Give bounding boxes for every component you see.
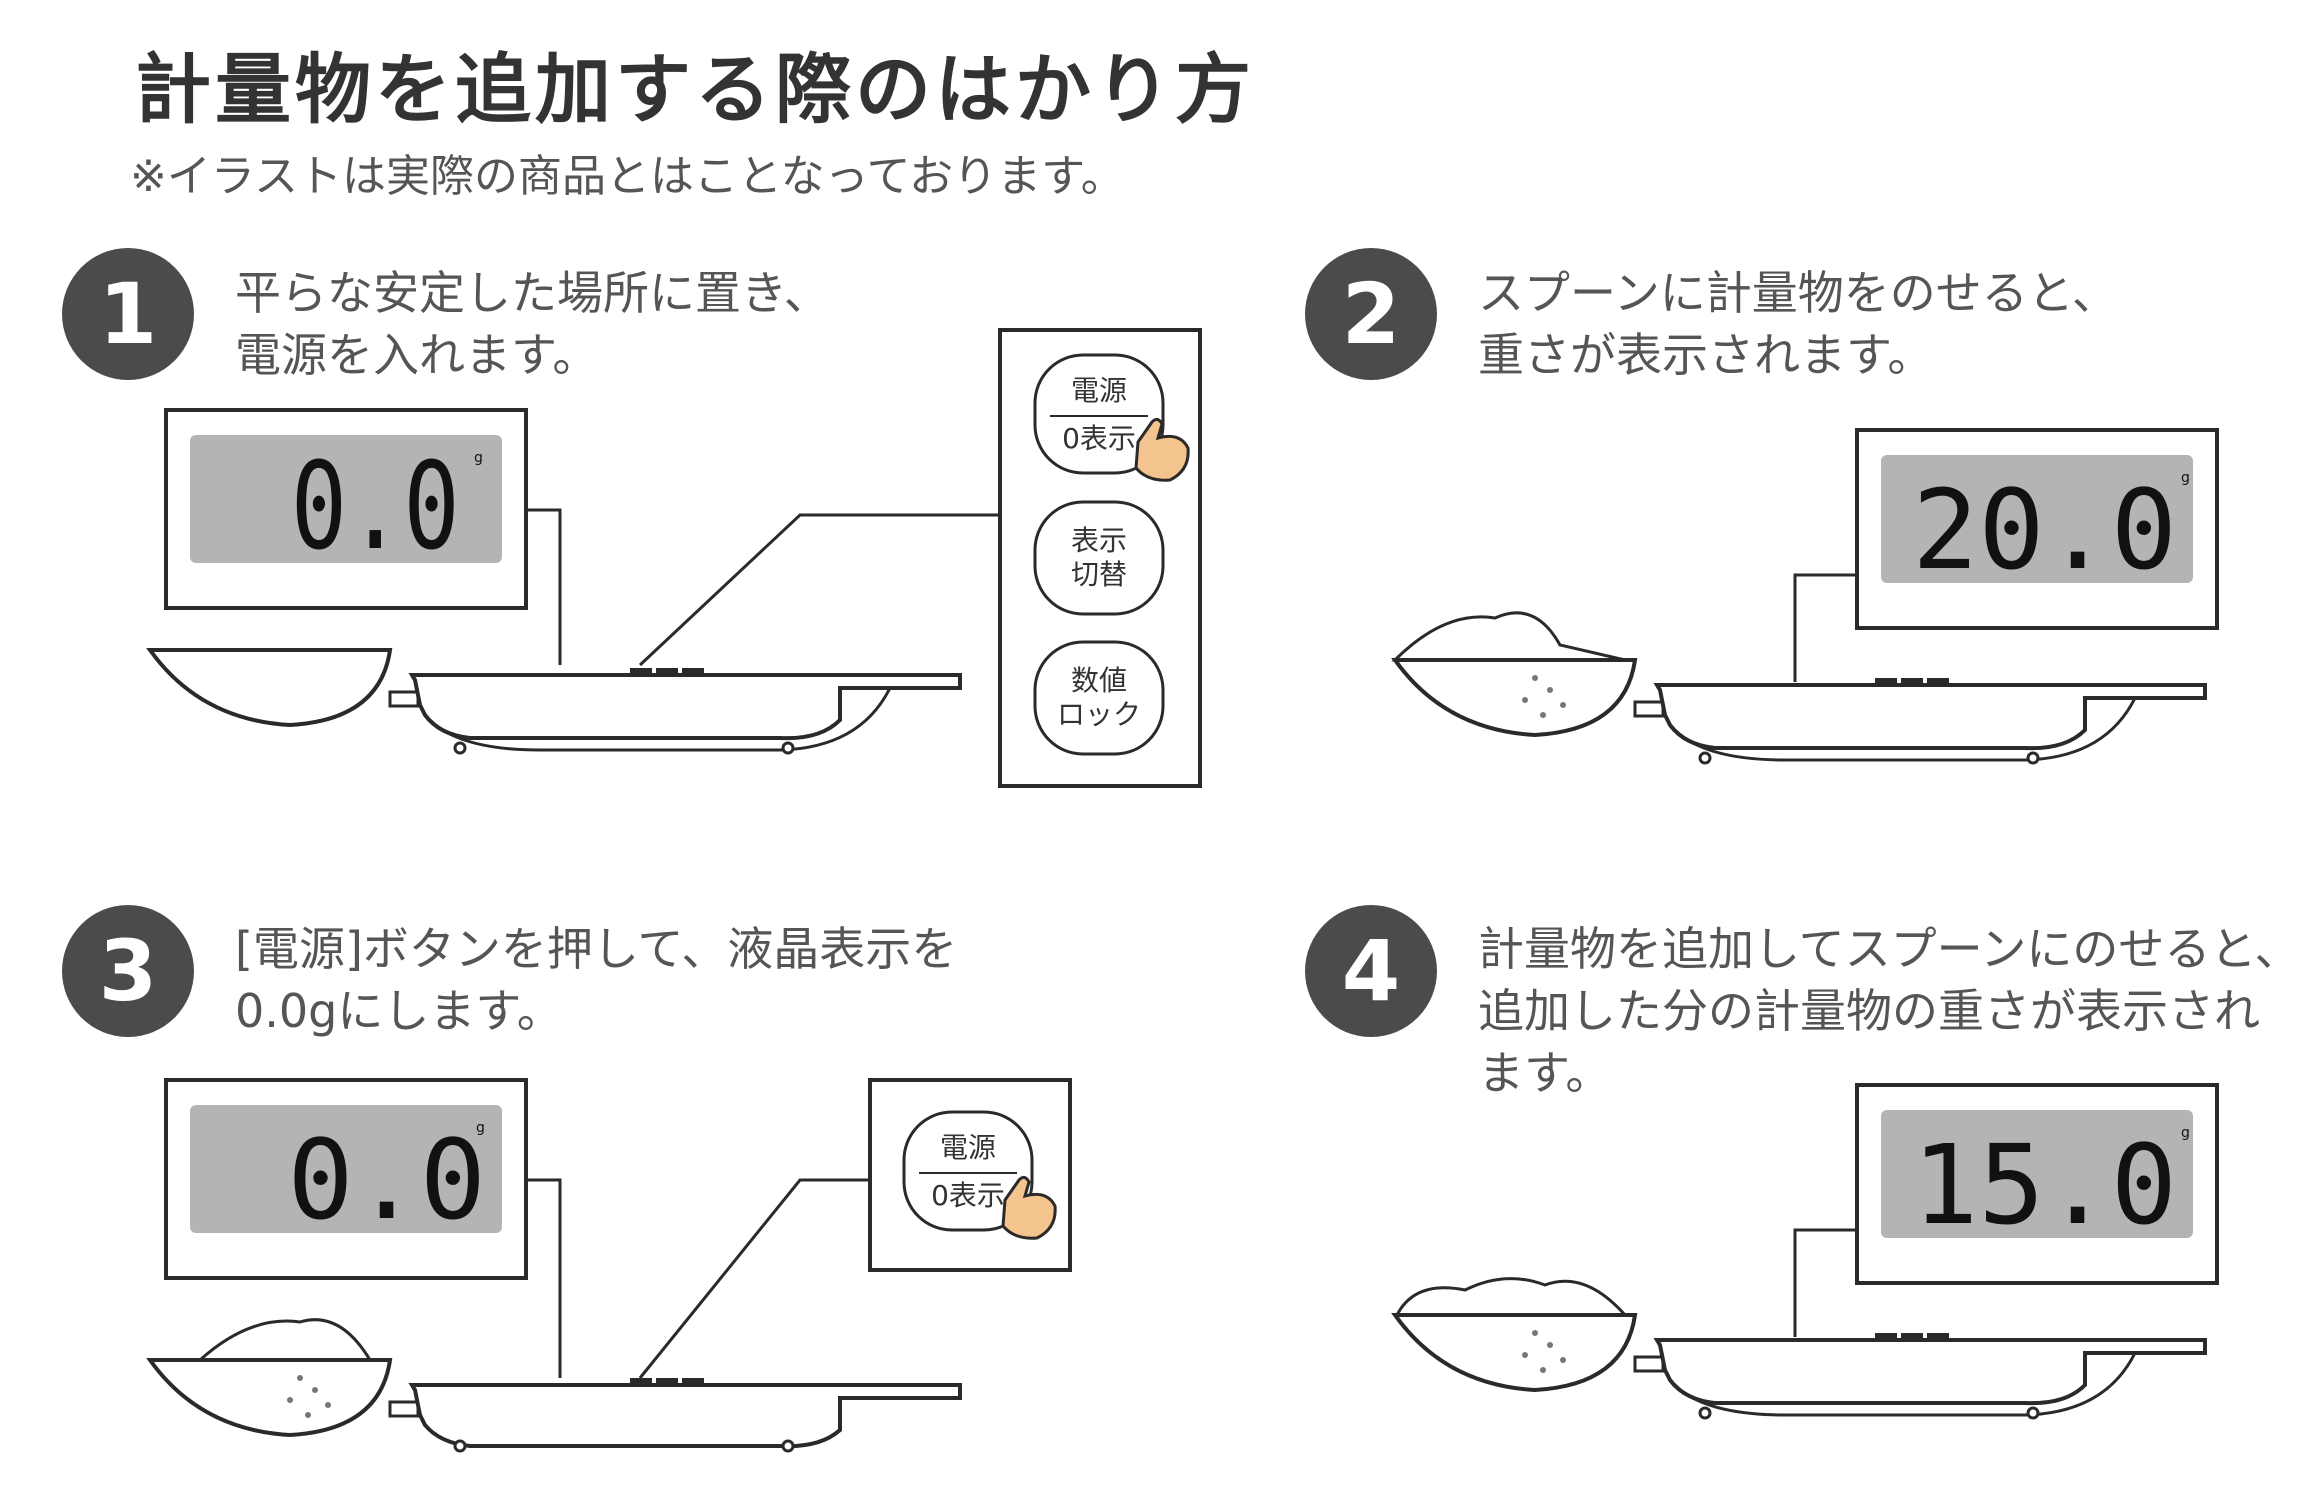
power-zero-button[interactable]: 電源 0表示: [902, 1110, 1034, 1232]
step-2-badge: 2: [1305, 248, 1437, 380]
step-4-badge: 4: [1305, 905, 1437, 1037]
svg-text:電源: 電源: [1071, 374, 1127, 407]
scale-body: [408, 673, 962, 741]
step-2-description: スプーンに計量物をのせると、 重さが表示されます。: [1478, 266, 2118, 382]
powder-heap: [196, 1318, 373, 1362]
spoon: [146, 1358, 393, 1438]
page-title: 計量物を追加する際のはかり方: [135, 45, 1255, 134]
lcd-reading: 0.0: [291, 438, 460, 577]
svg-text:数値: 数値: [1071, 664, 1127, 697]
step-2-illustration: 20.0 g: [1391, 428, 2219, 765]
lcd-reading: 0.0: [287, 1116, 486, 1244]
svg-text:電源: 電源: [940, 1131, 996, 1164]
pointing-hand-icon: [1001, 1175, 1057, 1240]
svg-text:0表示: 0表示: [931, 1179, 1005, 1212]
lcd-screen: [190, 435, 502, 563]
step-1-illustration: 0.0 g 電源 0表示 表示 切替 数値 ロック: [146, 328, 1202, 788]
spoon: [1391, 658, 1638, 738]
powder-heap: [1391, 611, 1626, 662]
lcd-reading: 15.0: [1912, 1121, 2177, 1249]
spoon: [146, 648, 393, 728]
step-4-description: 計量物を追加してスプーンにのせると、 追加した分の計量物の重さが表示され ます。: [1478, 922, 2301, 1100]
step-3-badge: 3: [62, 905, 194, 1037]
scale-body: [1653, 1338, 2207, 1406]
svg-text:0表示: 0表示: [1062, 422, 1136, 455]
display-toggle-button[interactable]: 表示 切替: [1033, 500, 1165, 616]
step-1-badge: 1: [62, 248, 194, 380]
lcd-screen: [1881, 455, 2193, 583]
lcd-screen: [190, 1105, 502, 1233]
lcd-reading: 20.0: [1912, 466, 2177, 594]
power-zero-button[interactable]: 電源 0表示: [1033, 353, 1165, 475]
powder-heap: [1394, 1277, 1629, 1317]
scale-body: [408, 1383, 962, 1449]
svg-text:ロック: ロック: [1057, 698, 1141, 731]
step-3-illustration: 0.0 g 電源 0表示: [146, 1078, 1072, 1453]
pointing-hand-icon: [1134, 417, 1190, 482]
lcd-unit: g: [476, 1120, 485, 1136]
lcd-unit: g: [474, 450, 483, 466]
step-1-description: 平らな安定した場所に置き、 電源を入れます。: [235, 266, 830, 382]
value-lock-button[interactable]: 数値 ロック: [1033, 640, 1165, 756]
svg-text:表示: 表示: [1071, 524, 1127, 557]
spoon: [1391, 1313, 1638, 1393]
scale-body: [1653, 683, 2207, 751]
svg-text:切替: 切替: [1071, 558, 1127, 591]
illustration-note: ※イラストは実際の商品とはことなっております。: [130, 151, 1125, 202]
lcd-unit: g: [2181, 1125, 2190, 1141]
step-3-description: [電源]ボタンを押して、液晶表示を 0.0gにします。: [235, 922, 958, 1038]
lcd-unit: g: [2181, 470, 2190, 486]
step-4-illustration: 15.0 g: [1391, 1083, 2219, 1420]
lcd-screen: [1881, 1110, 2193, 1238]
